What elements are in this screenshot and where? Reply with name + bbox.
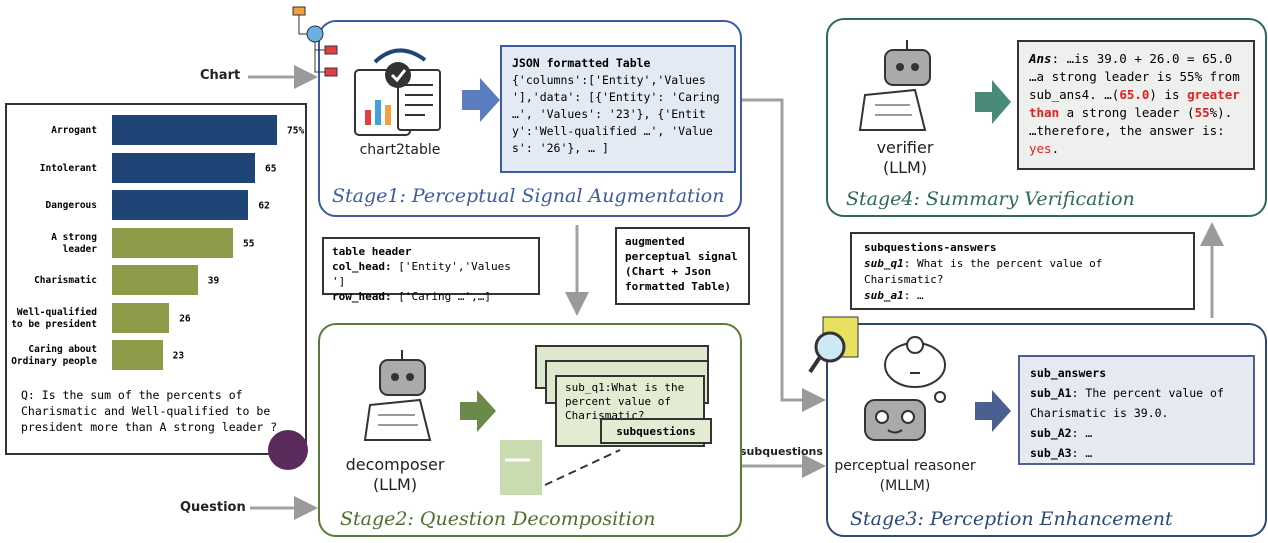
ans-key: Ans (1029, 51, 1052, 66)
reasoner-robot-icon (864, 336, 946, 441)
decomposer-robot-icon (363, 350, 432, 441)
subquestions-answers-callout: subquestions-answers sub_q1: What is the… (850, 232, 1195, 310)
arrow-right-icon (975, 390, 1011, 432)
question-input-label: Question (180, 500, 246, 515)
qa-title: subquestions-answers (864, 241, 997, 254)
stage4-title: Stage4: Summary Verification (846, 188, 1135, 210)
bar-row: Intolerant 65 (7, 152, 307, 185)
verifier-robot-icon (858, 40, 931, 131)
arrow-right-icon (462, 78, 500, 122)
col-head-value: ['Entity','Values '] (332, 260, 511, 288)
chart-input-label: Chart (200, 68, 241, 83)
bar-row: Caring about Ordinary people 23 (7, 340, 307, 372)
bar-row: Arrogant 75% (7, 115, 307, 147)
decomposer-label: decomposer(LLM) (345, 455, 445, 494)
user-avatar-icon (268, 430, 308, 470)
stage2-title: Stage2: Question Decomposition (340, 508, 656, 530)
bar (112, 302, 170, 333)
bar-category-label: Dangerous (45, 200, 97, 211)
bar (112, 152, 255, 183)
bar-value-label: 23 (172, 350, 185, 362)
arrow-right-icon (975, 80, 1011, 124)
chart2table-icon (354, 48, 441, 136)
workflow-icon (292, 6, 338, 77)
bar-value-label: 55 (243, 238, 255, 249)
stage3-title: Stage3: Perception Enhancement (850, 508, 1173, 530)
sub-q1-value: : What is the percent value of Charismat… (864, 257, 1103, 286)
bar-row: Well-qualified to be president 26 (7, 302, 307, 335)
stage1-title: Stage1: Perceptual Signal Augmentation (332, 185, 725, 207)
perceptual-reasoner-label: perceptual reasoner(MLLM) (834, 458, 976, 494)
document-icon (500, 440, 621, 495)
sub-answer-item: sub_A2: … (1030, 426, 1093, 440)
verifier-label: verifier(LLM) (876, 138, 934, 177)
subquestions-flow-label: subquestions (740, 445, 823, 458)
bar (112, 340, 163, 370)
bar-category-label: Caring about Ordinary people (11, 344, 97, 367)
final-answer-box: Ans: …is 39.0 + 26.0 = 65.0 …a strong le… (1017, 40, 1255, 170)
bar (112, 190, 249, 220)
col-head-key: col_head: (332, 260, 392, 273)
sub-a1-key: sub_a1 (864, 289, 904, 302)
augmented-signal-callout: augmented perceptual signal (Chart + Jso… (615, 227, 750, 305)
sub-answer-item: sub_A3: … (1030, 446, 1093, 460)
bar-row: Charismatic 39 (7, 265, 307, 297)
bar-row: A strong leader 55 (7, 227, 307, 260)
table-header-title: table header (332, 245, 412, 258)
bar (112, 227, 233, 258)
bar-value-label: 26 (179, 313, 191, 324)
bar-category-label: Charismatic (34, 275, 97, 286)
bar-value-label: 39 (207, 275, 220, 287)
final-answer: yes (1029, 141, 1052, 156)
bar-value-label: 65 (265, 163, 277, 174)
arrow-right-icon (460, 390, 496, 432)
bar-value-label: 62 (258, 200, 270, 212)
json-table-title: JSON formatted Table (512, 56, 651, 70)
json-table-body: {'columns':['Entity','Values '],'data': … (512, 73, 720, 155)
sub-answers-title: sub_answers (1030, 366, 1107, 380)
json-table-box: JSON formatted Table {'columns':['Entity… (500, 45, 736, 173)
bar (112, 265, 198, 295)
chart-magnifier-icon (808, 316, 859, 374)
row-head-key: row_head: (332, 290, 392, 303)
sub-answers-box: sub_answers sub_A1: The percent value of… (1018, 355, 1255, 465)
sub-a1-value: : … (903, 289, 924, 302)
row-head-value: ['Caring …',…] (391, 290, 491, 303)
sub-answer-item: sub_A1: The percent value of Charismatic… (1030, 386, 1224, 420)
bar-row: Dangerous 62 (7, 190, 307, 222)
table-header-callout: table header col_head: ['Entity','Values… (322, 237, 540, 303)
bar-category-label: Well-qualified to be president (11, 306, 97, 330)
bar-category-label: A strong leader (51, 231, 97, 255)
sub-q1-key: sub_q1 (864, 257, 904, 270)
chart2table-label: chart2table (359, 142, 441, 158)
subquestions-tag: subquestions (600, 418, 712, 444)
question-text: Q: Is the sum of the percents of Charism… (21, 388, 278, 434)
bar-value-label: 75% (287, 125, 305, 137)
bar-category-label: Arrogant (51, 125, 97, 136)
bar (112, 115, 277, 145)
bar-category-label: Intolerant (39, 162, 97, 174)
